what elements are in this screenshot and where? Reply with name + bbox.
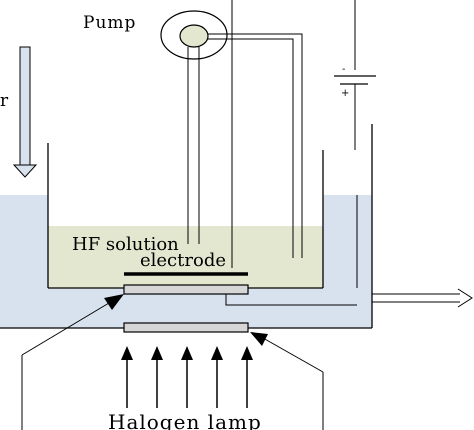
filter-pointer-diagonal	[262, 337, 324, 373]
lamp-arrow-head	[211, 346, 223, 360]
lamp-arrow-head	[151, 346, 163, 360]
battery-plus-label: +	[341, 88, 349, 99]
pump-inner	[179, 24, 209, 48]
return-pipe-inner	[208, 38, 294, 258]
electrode-label: electrode	[140, 250, 226, 271]
lamp-arrow-head	[121, 346, 133, 360]
outlet-arrow-head	[457, 288, 473, 308]
halogen-lamp-label: Halogen lamp	[108, 410, 262, 430]
optical-filter	[123, 322, 249, 333]
lamp-arrow-head	[241, 346, 253, 360]
inlet-arrow-head	[12, 164, 38, 178]
inlet-arrow-shaft	[19, 46, 31, 166]
water-label-partial: r	[0, 91, 9, 111]
battery-minus-label: -	[342, 64, 345, 75]
sample-pointer-arrowhead	[104, 294, 124, 310]
hf-solution-region	[48, 226, 323, 288]
filter-pointer-arrowhead	[250, 332, 268, 346]
sample-pointer-diagonal	[21, 299, 115, 356]
pump-label: Pump	[83, 13, 136, 33]
pump-outer	[160, 10, 228, 60]
back-contact-lead	[225, 294, 357, 306]
hf-solution-label: HF solution	[72, 234, 179, 255]
outer-water-bath	[0, 195, 372, 328]
return-pipe-outer	[208, 33, 303, 258]
sample-wafer	[123, 284, 249, 295]
outer-water-right-strip	[323, 195, 357, 288]
lamp-arrow-head	[181, 346, 193, 360]
halogen-lamp-arrows	[121, 346, 253, 408]
